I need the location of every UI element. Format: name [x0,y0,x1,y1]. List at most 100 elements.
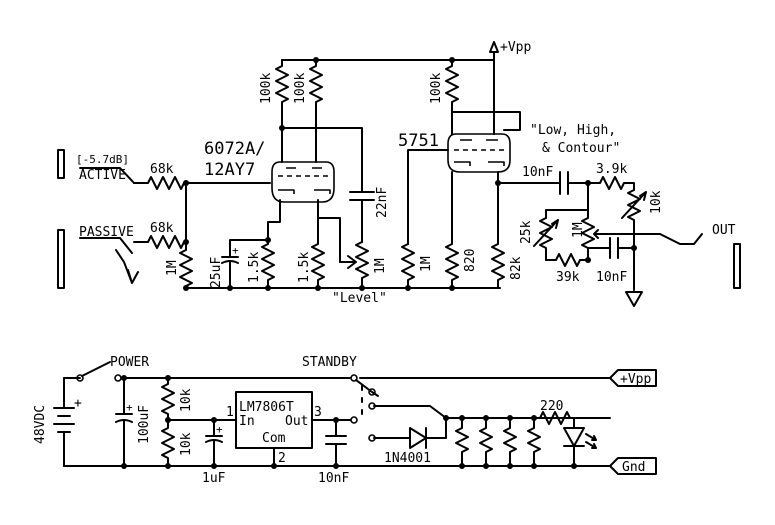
supply-48vdc-polarity: + [74,396,82,411]
resistor-100k-c-value: 100k [429,73,444,104]
vpp-rail-wire [451,51,521,135]
resistor-39k [545,253,589,267]
junction-dot [271,463,277,469]
tube1-label-a: 6072A/ [204,139,265,159]
pot-1m-level-value: 1M [373,258,388,274]
power-switch-contact [76,374,84,382]
tube-5751 [447,133,511,173]
capacitor-25uf-polarity: + [232,244,239,257]
resistor-68k-passive [133,235,187,249]
vpp-top-arrow [489,41,499,53]
resistor-1-5k-b-value: 1.5k [297,252,312,283]
standby-label: STANDBY [302,355,357,370]
vpp-flag [609,369,657,387]
resistor-10k-a-value: 10k [179,388,194,412]
pot-1m-tone-value: 1M [571,222,586,238]
active-contact [79,167,135,184]
capacitor-10nf-out [559,171,589,195]
resistor-1m-grid2-value: 1M [419,256,434,272]
resistor-10k-b-value: 10k [179,432,194,456]
tube1-label-b: 12AY7 [204,160,255,180]
capacitor-22nf-value: 22nF [375,187,390,218]
vpp-top-label: +Vpp [500,40,531,55]
vpp-flag-label: +Vpp [620,372,651,387]
junction-dot [313,57,319,63]
capacitor-1uf-value: 1uF [202,471,226,486]
capacitor-1uf-polarity: + [216,423,223,436]
junction-dot [443,415,449,421]
resistor-1-5k-b [311,199,325,289]
junction-dot [571,463,577,469]
active-input-jack [57,149,65,179]
regulator-label: LM7806T [239,400,294,415]
standby-contact [368,388,376,396]
resistor-3-9k [587,176,635,191]
resistor-220 [533,411,575,429]
pot-10k-value: 10k [649,190,664,214]
standby-lever-lower [373,405,611,419]
regulator-in-label: In [239,414,255,429]
output-jack [733,243,741,289]
pot-25k [533,217,559,261]
regulator-pin3: 3 [314,405,322,420]
junction-dot [165,463,171,469]
passive-contact [79,237,133,254]
resistor-1m-grid-value: 1M [165,260,180,276]
resistor-220-value: 220 [540,399,563,414]
resistor-1m-grid2 [401,243,415,289]
resistor-1-5k-a-value: 1.5k [247,252,262,283]
resistor-82k-value: 82k [509,256,524,280]
junction-dot [279,125,285,131]
standby-contact [350,374,358,382]
active-input-label: ACTIVE [79,168,126,183]
tone-left-wire [545,182,589,219]
resistor-100k-b-value: 100k [293,73,308,104]
power-label: POWER [110,355,149,370]
capacitor-22nf [349,191,375,243]
capacitor-10nf-reg [325,419,347,467]
capacitor-10nf-out-value: 10nF [522,165,553,180]
diode-1n4001-label: 1N4001 [384,451,431,466]
out-label: OUT [712,223,736,238]
bank-resistor-3 [503,417,517,467]
resistor-82k [491,171,505,289]
supply-48vdc [53,377,75,467]
junction-dot [483,463,489,469]
junction-dot [507,415,513,421]
standby-contact [350,416,358,424]
diode-1n4001 [397,417,447,449]
resistor-1-5k-a [261,199,281,289]
level-note: "Level" [332,291,387,306]
capacitor-10nf-tone-value: 10nF [596,270,627,285]
capacitor-1uf [205,419,223,467]
bank-resistor-2 [479,417,493,467]
junction-dot [459,415,465,421]
junction-dot [211,463,217,469]
regulator-com-label: Com [262,431,286,446]
tone-note-2: & Contour" [542,141,620,156]
power-switch-lever [81,361,111,377]
level-wiper-link [317,217,341,263]
junction-dot [333,463,339,469]
resistor-100k-a-value: 100k [259,73,274,104]
bank-resistor-1 [455,417,469,467]
junction-dot [459,463,465,469]
pot-25k-value: 25k [519,220,534,244]
tube2-label: 5751 [398,131,439,151]
led-indicator [563,427,585,467]
pot-10k [621,189,647,233]
resistor-820-value: 820 [463,249,478,272]
resistor-3-9k-value: 3.9k [596,162,627,177]
gnd-flag [609,457,657,475]
resistor-100k-b [309,59,323,163]
resistor-100k-c [445,59,459,135]
tube-6072a [271,161,335,203]
grid-node-wire [185,182,271,243]
junction-dot [183,180,189,186]
capacitor-25uf [221,239,269,289]
bank-resistor-4 [527,417,541,467]
power-switch-contact [114,374,122,382]
tube2-grid-wire [407,149,449,245]
capacitor-10nf-tone [587,237,635,259]
